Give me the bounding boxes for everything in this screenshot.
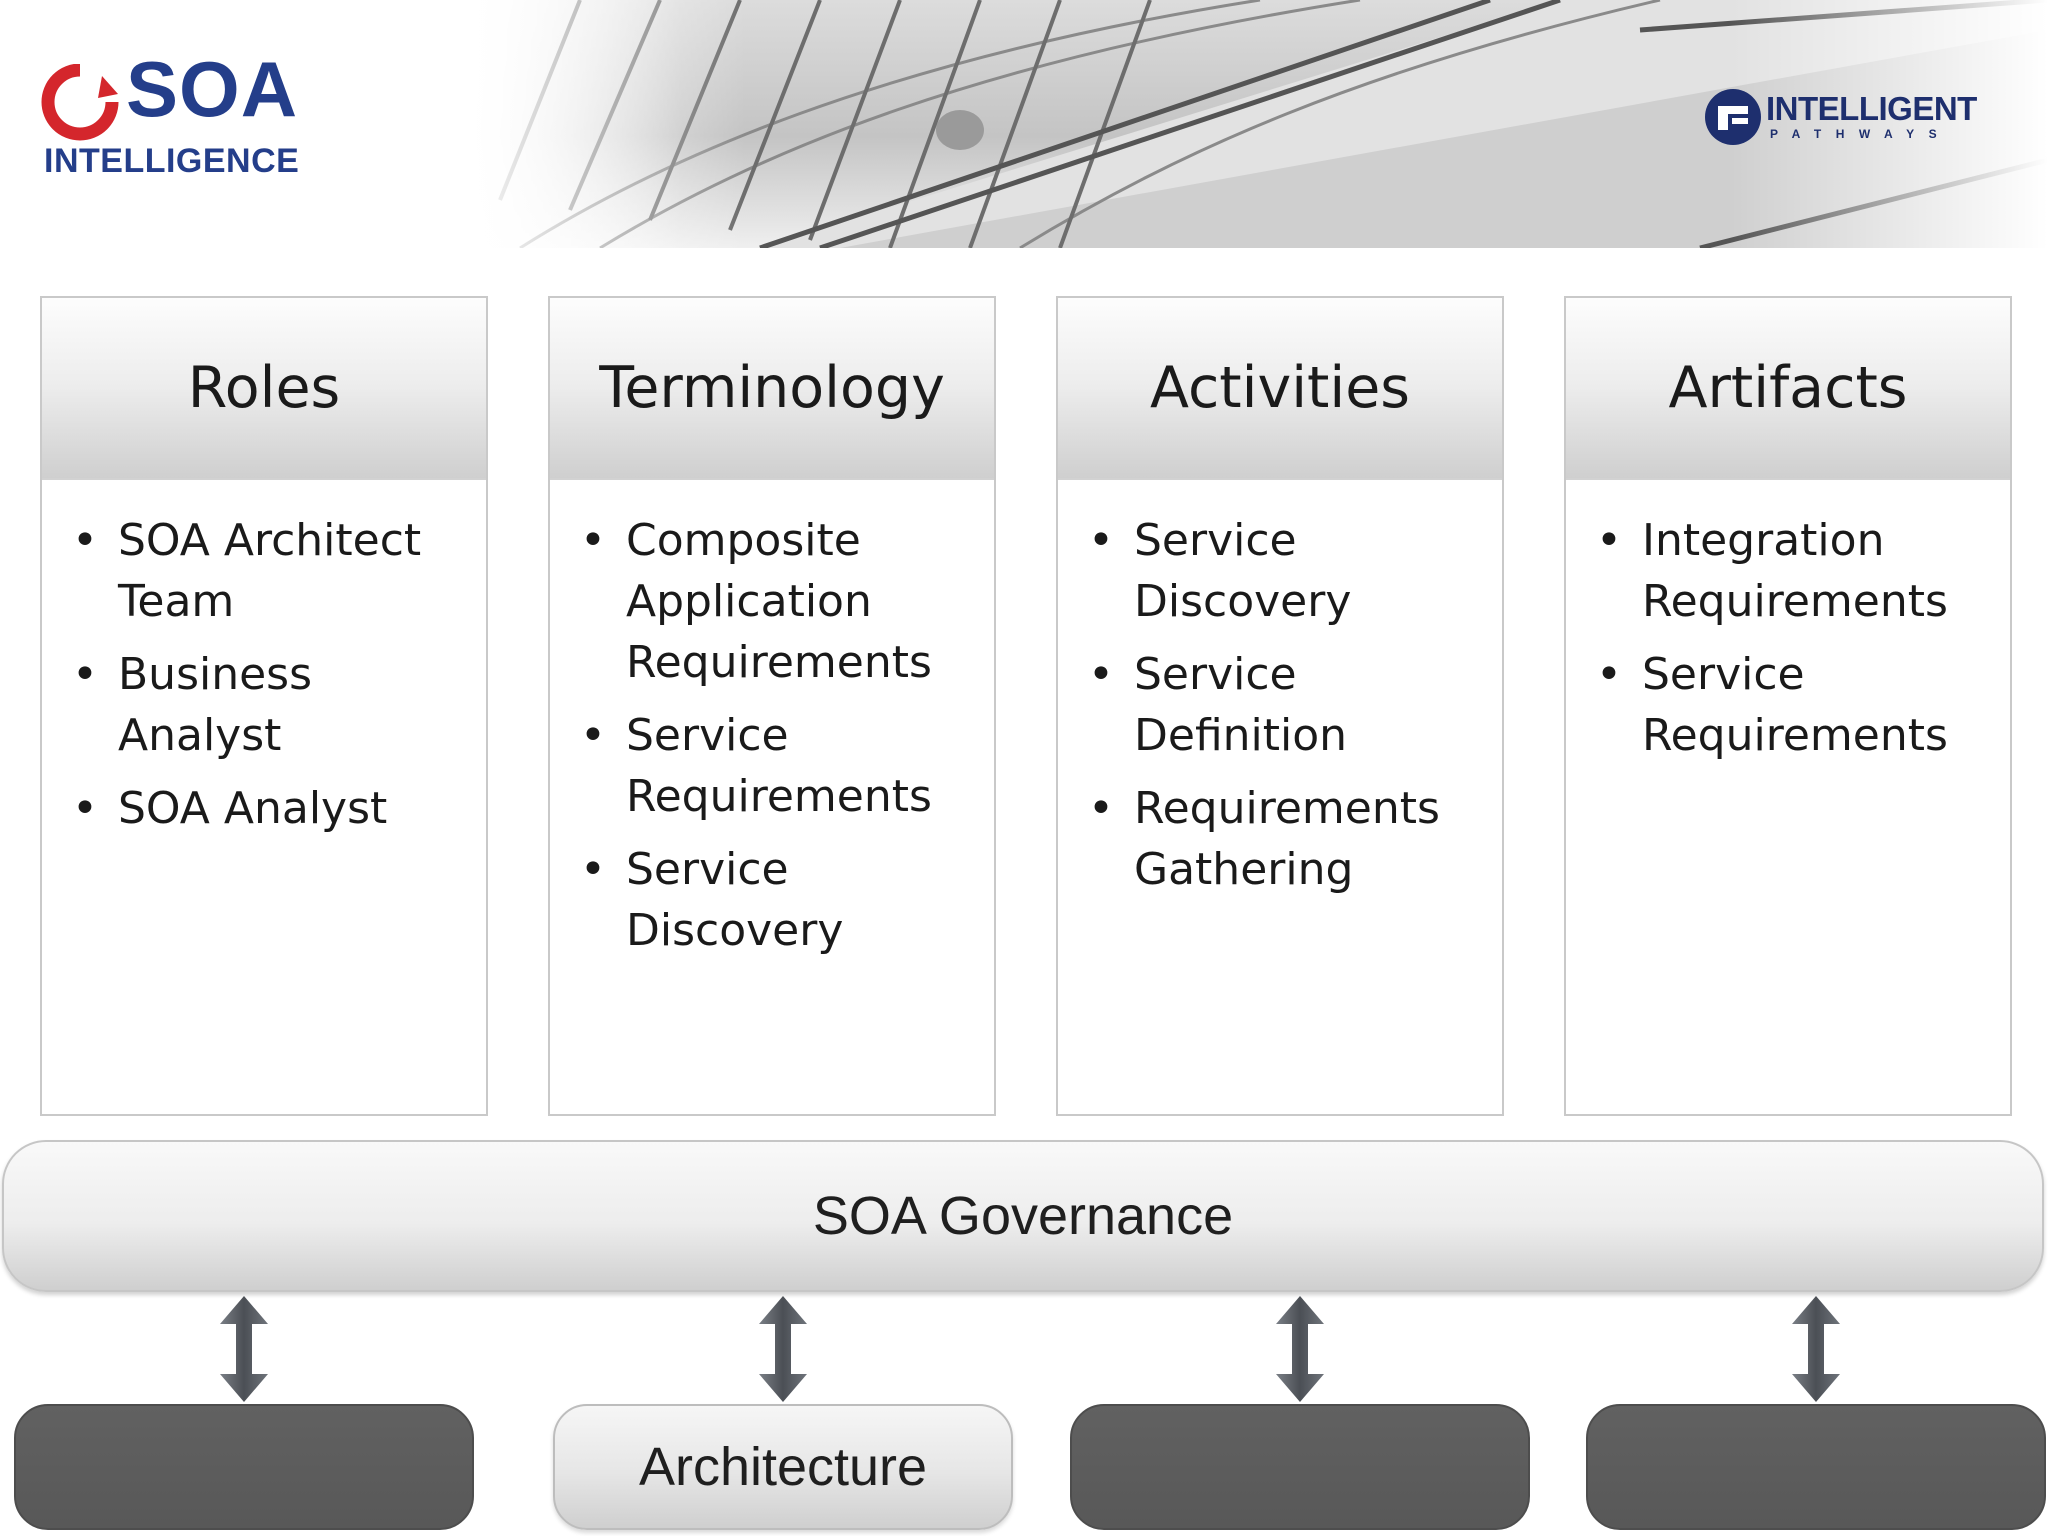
bullet-icon: • [1088,783,1114,834]
soa-swirl-icon [41,64,119,141]
double-arrow-icon [1792,1296,1840,1402]
column-header: Activities [1058,298,1502,480]
intelligent-pathways-logo: INTELLIGENT PATHWAYS [1700,86,2010,152]
glass-roof-illustration [460,0,2048,248]
architecture-pill: Architecture [553,1404,1013,1530]
double-arrow-icon [220,1296,268,1402]
list-item: •SOA Analyst [70,778,470,839]
column-title: Artifacts [1668,355,1908,421]
bullet-icon: • [580,515,606,566]
bullet-icon: • [1596,649,1622,700]
double-arrow-icon [759,1296,807,1402]
intelligent-pathways-word: INTELLIGENT [1766,90,1977,127]
banner-architecture-image [460,0,2048,248]
bullet-icon: • [72,515,98,566]
column-title: Terminology [599,355,945,421]
header-banner: SOA INTELLIGENCE INTELLIGENT PATHWAYS [0,0,2048,250]
column-header: Terminology [550,298,994,480]
column-header: Artifacts [1566,298,2010,480]
soa-governance-bar: SOA Governance [2,1140,2044,1292]
pill-label: Architecture [638,1437,928,1497]
intelligent-pathways-subtitle: PATHWAYS [1770,127,1952,141]
bottom-pill-1 [14,1404,474,1530]
bullet-icon: • [580,710,606,761]
bottom-pill-3 [1070,1404,1530,1530]
soa-intelligence-logo: SOA INTELLIGENCE [40,50,320,188]
bullet-icon: • [1596,515,1622,566]
bullet-icon: • [1088,649,1114,700]
bullet-icon: • [580,844,606,895]
soa-logo-word: SOA [126,45,299,133]
double-arrow-icon [1276,1296,1324,1402]
column-header: Roles [42,298,486,480]
intelligent-pathways-mark-icon [1705,89,1761,145]
column-title: Roles [187,355,341,421]
bottom-pill-4 [1586,1404,2046,1530]
governance-label: SOA Governance [812,1186,1234,1246]
soa-logo-subtitle: INTELLIGENCE [44,142,300,180]
bullet-icon: • [1088,515,1114,566]
bullet-icon: • [72,783,98,834]
bullet-icon: • [72,649,98,700]
column-title: Activities [1149,355,1411,421]
